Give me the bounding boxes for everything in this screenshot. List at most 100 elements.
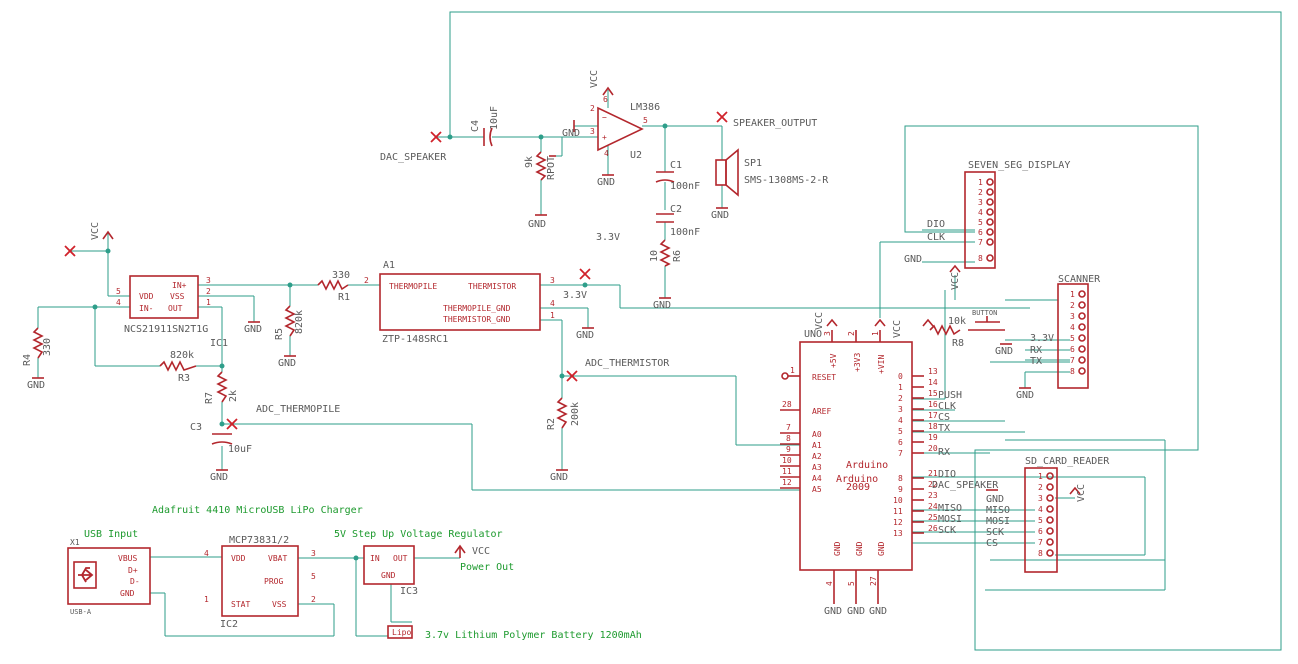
svg-text:2k: 2k: [228, 390, 239, 402]
svg-text:22: 22: [928, 480, 938, 489]
junctions: [92, 123, 668, 561]
svg-text:IN: IN: [370, 554, 380, 563]
svg-text:GND: GND: [869, 606, 887, 617]
sd-reader-pins: 1 2 3 4 5 6 7 8: [1038, 472, 1054, 558]
svg-text:GND: GND: [877, 541, 886, 556]
svg-text:C4: C4: [470, 120, 481, 132]
gnd-rpot: GND: [528, 214, 547, 230]
svg-text:GND: GND: [995, 346, 1013, 357]
svg-text:R6: R6: [672, 250, 683, 262]
vcc-symbol-power-out: VCC: [454, 544, 490, 558]
svg-text:X1: X1: [70, 538, 80, 547]
resistor-r4: R4 330: [22, 327, 53, 366]
svg-text:1: 1: [978, 178, 983, 187]
svg-text:IC1: IC1: [210, 338, 228, 349]
svg-text:R5: R5: [274, 328, 285, 340]
svg-text:330: 330: [42, 338, 53, 356]
gnd-r4: GND: [27, 377, 45, 391]
arduino-bottom-pins: GND GND GND 4 5 27 GND GND GND: [824, 541, 887, 617]
svg-text:5: 5: [898, 427, 903, 436]
svg-text:GND: GND: [27, 380, 45, 391]
svg-text:4: 4: [1038, 505, 1043, 514]
svg-text:+3V3: +3V3: [853, 353, 862, 372]
svg-text:−: −: [602, 113, 607, 122]
svg-text:9: 9: [898, 485, 903, 494]
svg-text:3: 3: [590, 127, 595, 136]
svg-text:11: 11: [782, 467, 792, 476]
svg-text:Lipo: Lipo: [392, 628, 411, 637]
svg-text:23: 23: [928, 491, 938, 500]
resistor-r1: 330 R1: [317, 270, 350, 303]
sd-gnd-label: GND: [986, 494, 1004, 505]
svg-text:GND: GND: [528, 219, 546, 230]
svg-text:GND: GND: [653, 300, 671, 311]
gnd-r2: GND: [550, 469, 568, 483]
svg-text:OUT: OUT: [393, 554, 408, 563]
sd-cs-label: CS: [986, 538, 998, 549]
svg-text:CS: CS: [938, 412, 950, 423]
svg-text:2: 2: [898, 394, 903, 403]
svg-text:VCC: VCC: [472, 546, 490, 557]
svg-text:8: 8: [1070, 367, 1075, 376]
svg-text:9: 9: [786, 445, 791, 454]
capacitor-c1: C1 100nF: [655, 160, 700, 192]
svg-text:10uF: 10uF: [228, 444, 252, 455]
svg-text:10: 10: [649, 250, 660, 262]
svg-text:GND: GND: [576, 330, 594, 341]
svg-text:SCK: SCK: [938, 525, 956, 536]
ic1-opamp: IN+ VSS OUT VDD IN- 3 2 1 5 4 NCS21911SN…: [116, 275, 228, 349]
svg-text:GND: GND: [833, 541, 842, 556]
svg-text:5: 5: [847, 581, 856, 586]
capacitor-c4: C4 10uF: [470, 106, 500, 147]
svg-text:3: 3: [978, 198, 983, 207]
svg-text:4: 4: [204, 549, 209, 558]
svg-text:GND: GND: [210, 472, 228, 483]
seven-seg-gnd-label: GND: [904, 254, 922, 265]
svg-text:STAT: STAT: [231, 600, 250, 609]
svg-text:C2: C2: [670, 204, 682, 215]
svg-text:10: 10: [893, 496, 903, 505]
adc-thermopile-label: ADC_THERMOPILE: [256, 404, 340, 415]
svg-text:4: 4: [550, 299, 555, 308]
svg-text:IN-: IN-: [139, 304, 153, 313]
svg-text:2: 2: [206, 287, 211, 296]
svg-text:AREF: AREF: [812, 407, 831, 416]
gnd-lm386-pin4: GND: [597, 174, 615, 188]
arduino-top-pins: +5V +3V3 +VIN 3 2 1 UNO VCC VCC: [804, 312, 903, 374]
svg-text:13: 13: [928, 367, 938, 376]
svg-text:VBUS: VBUS: [118, 554, 137, 563]
svg-text:R7: R7: [204, 392, 215, 404]
svg-text:5: 5: [116, 287, 121, 296]
svg-text:12: 12: [893, 518, 903, 527]
svg-text:26: 26: [928, 524, 938, 533]
svg-text:VCC: VCC: [814, 312, 825, 330]
svg-text:GND: GND: [278, 358, 296, 369]
svg-text:SP1: SP1: [744, 158, 762, 169]
scanner-tx-label: TX: [1030, 356, 1042, 367]
svg-text:BUTTON: BUTTON: [972, 309, 997, 317]
svg-text:2: 2: [978, 188, 983, 197]
ic3-regulator: IN OUT GND IC3: [363, 545, 418, 597]
usb-icon: [78, 567, 94, 583]
gnd-c3: GND: [210, 469, 228, 483]
svg-text:A0: A0: [812, 430, 822, 439]
svg-text:+: +: [602, 133, 607, 142]
rpot-potentiometer: 9k RPOT: [524, 151, 557, 181]
svg-text:100nF: 100nF: [670, 181, 700, 192]
svg-text:DIO: DIO: [938, 469, 956, 480]
svg-text:A1: A1: [383, 260, 395, 271]
svg-text:VDD: VDD: [231, 554, 246, 563]
svg-text:4: 4: [978, 208, 983, 217]
mcp73831-charger-ic: MCP73831/2 IC2 VDD VBAT PROG STAT VSS 4 …: [204, 535, 316, 630]
seven-seg-dio-label: DIO: [927, 219, 945, 230]
svg-text:A4: A4: [812, 474, 822, 483]
svg-text:17: 17: [928, 411, 938, 420]
speaker-sp1: SP1 SMS-1308MS-2-R: [715, 148, 829, 197]
svg-text:28: 28: [782, 400, 792, 409]
svg-text:TX: TX: [938, 423, 950, 434]
svg-text:GND: GND: [1016, 390, 1034, 401]
svg-text:GND: GND: [120, 589, 135, 598]
power-out-note: Power Out: [460, 562, 514, 573]
svg-text:RX: RX: [938, 447, 950, 458]
svg-text:U2: U2: [630, 150, 642, 161]
